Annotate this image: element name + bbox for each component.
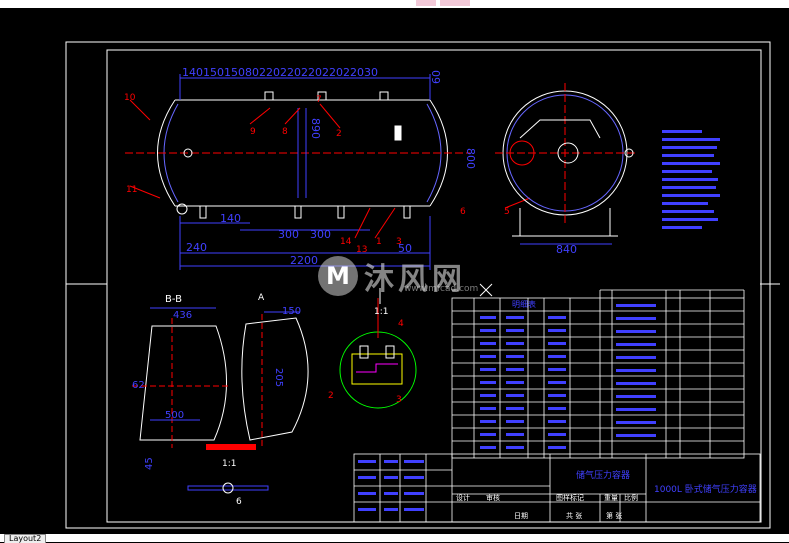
callout-1: 1 bbox=[376, 237, 382, 247]
view-a bbox=[241, 311, 309, 448]
dim-890: 890 bbox=[309, 118, 322, 139]
detail-scale: 1:1 bbox=[374, 307, 388, 317]
detail-mark-2: 2 bbox=[328, 391, 334, 401]
cursor-crosshair bbox=[379, 283, 493, 304]
callout-13: 13 bbox=[356, 245, 367, 255]
dim-45: 45 bbox=[144, 457, 155, 470]
vessel-side-view bbox=[495, 83, 635, 237]
tb-review: 审核 bbox=[486, 493, 500, 502]
dim-62: 62 bbox=[132, 380, 145, 391]
view-a-dims: 150 205 bbox=[273, 306, 301, 387]
callout-8: 8 bbox=[282, 127, 288, 137]
tech-requirements-block bbox=[662, 130, 720, 229]
section-bb-dims: 436 500 45 62 bbox=[132, 310, 192, 470]
weld-mark: 6 bbox=[236, 497, 242, 507]
dim-300: 300 bbox=[278, 228, 299, 241]
watermark: M 沐风网 www.mfcad.com bbox=[318, 254, 478, 298]
parts-table-title: 明细表 bbox=[512, 299, 536, 309]
dim-500: 500 bbox=[165, 410, 184, 421]
callout-7: 7 bbox=[316, 95, 322, 105]
dim-436: 436 bbox=[173, 310, 192, 321]
tb-col-mark: 图样标记 bbox=[556, 493, 584, 502]
parts-table bbox=[451, 289, 745, 459]
dimension-texts: 1401501508022022022022022030 140 240 300… bbox=[182, 66, 577, 267]
callout-6: 6 bbox=[460, 207, 466, 217]
toolbar-button[interactable] bbox=[440, 0, 470, 6]
drawing-company: 储气压力容器 bbox=[576, 469, 630, 481]
section-bb bbox=[132, 307, 230, 448]
section-bb-title: B-B bbox=[165, 294, 182, 305]
callout-10: 10 bbox=[124, 93, 136, 103]
dim-2200: 2200 bbox=[290, 254, 318, 267]
detail-view bbox=[339, 298, 417, 409]
view-a-label: A bbox=[258, 293, 265, 303]
tb-design: 设计 bbox=[456, 493, 470, 502]
watermark-logo-icon: M bbox=[318, 256, 358, 296]
drawing-canvas[interactable]: 1401501508022022022022022030 140 240 300… bbox=[0, 8, 789, 534]
outer-frame bbox=[65, 41, 771, 529]
tb-date: 日期 bbox=[514, 512, 528, 520]
title-block-text: 1000L 卧式储气压力容器 储气压力容器 bbox=[576, 469, 757, 495]
dim-300b: 300 bbox=[310, 228, 331, 241]
dim-top-chain: 1401501508022022022022022030 bbox=[182, 66, 378, 79]
callout-5: 5 bbox=[504, 207, 510, 217]
dim-205: 205 bbox=[273, 368, 284, 387]
dimension-lines bbox=[179, 74, 612, 270]
top-toolbar-strip bbox=[0, 0, 789, 8]
parts-table-entries bbox=[480, 304, 656, 449]
callout-leaders bbox=[129, 99, 531, 239]
weld-detail bbox=[187, 444, 269, 494]
title-block-labels: 设计 审核 日期 图样标记 重量 比例 共 张 第 张 bbox=[456, 493, 638, 520]
dim-150: 150 bbox=[282, 306, 301, 317]
detail-mark-4: 4 bbox=[398, 319, 404, 329]
callout-3: 3 bbox=[396, 237, 402, 247]
dim-240: 240 bbox=[186, 241, 207, 254]
callout-numbers: 10 9 8 7 2 11 1 14 13 3 5 6 bbox=[124, 93, 510, 255]
dim-840: 840 bbox=[556, 243, 577, 256]
tb-col-weight: 重量 bbox=[604, 494, 618, 502]
section-bb-labels: B-B bbox=[165, 294, 182, 305]
callout-2: 2 bbox=[336, 129, 342, 139]
dim-800: 800 bbox=[464, 148, 477, 169]
layout-tab-bar: Layout2 bbox=[0, 534, 789, 543]
weld-scale: 1:1 bbox=[222, 459, 236, 469]
weld-detail-labels: 1:1 6 bbox=[222, 459, 242, 507]
callout-9: 9 bbox=[250, 127, 256, 137]
detail-mark-3: 3 bbox=[396, 395, 402, 405]
title-block-entries bbox=[358, 460, 424, 511]
detail-labels: 1:1 4 2 3 bbox=[328, 307, 404, 405]
dim-60: 60 bbox=[430, 70, 443, 84]
view-a-title: A bbox=[258, 293, 265, 303]
tb-sheets: 共 张 bbox=[566, 511, 582, 520]
callout-11: 11 bbox=[126, 185, 137, 195]
toolbar-button[interactable] bbox=[416, 0, 436, 6]
layout-tab[interactable]: Layout2 bbox=[4, 534, 47, 543]
watermark-url: www.mfcad.com bbox=[404, 284, 479, 294]
tb-col-scale: 比例 bbox=[624, 493, 638, 502]
watermark-name: 沐风网 bbox=[364, 262, 466, 297]
tb-sheet-no: 第 张 bbox=[606, 511, 622, 520]
title-block bbox=[353, 453, 761, 523]
cad-drawing: 1401501508022022022022022030 140 240 300… bbox=[65, 41, 780, 529]
callout-14: 14 bbox=[340, 237, 352, 247]
drawing-title: 1000L 卧式储气压力容器 bbox=[654, 483, 757, 495]
dim-50: 50 bbox=[398, 242, 412, 255]
dim-140: 140 bbox=[220, 212, 241, 225]
